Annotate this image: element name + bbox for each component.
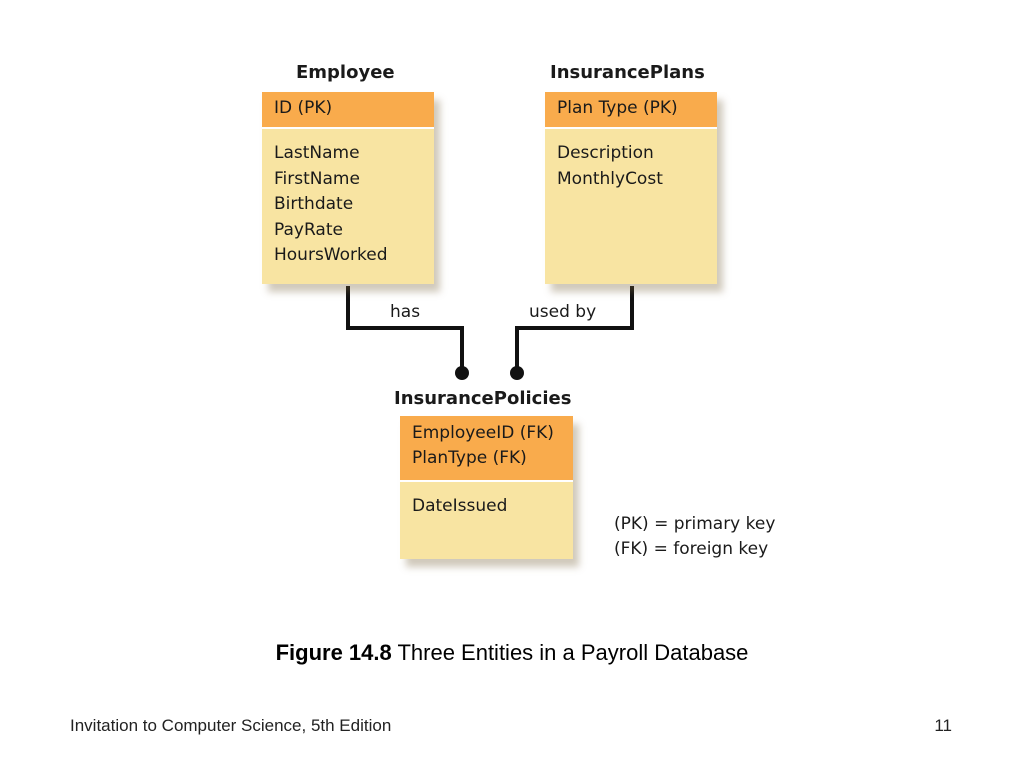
legend-primary-key: (PK) = primary key (614, 514, 776, 534)
legend-foreign-key: (FK) = foreign key (614, 539, 769, 559)
insurance-plans-attributes: Description MonthlyCost (545, 129, 717, 192)
insurance-policies-attr-dateissued: DateIssued (412, 496, 508, 516)
insurance-plans-entity-title: InsurancePlans (550, 62, 705, 83)
insurance-policies-key-plantype: PlanType (FK) (412, 448, 527, 468)
employee-entity-title: Employee (296, 62, 395, 83)
figure-number: Figure 14.8 (275, 640, 392, 665)
insurance-plans-key-section: Plan Type (PK) (545, 92, 717, 129)
has-connector-line (346, 286, 464, 372)
employee-attr-hoursworked: HoursWorked (274, 245, 388, 265)
insurance-policies-key-employeeid: EmployeeID (FK) (412, 423, 554, 443)
employee-key-id: ID (PK) (274, 98, 333, 118)
insurance-policies-attributes: DateIssued (400, 482, 573, 520)
key-legend: (PK) = primary key (FK) = foreign key (614, 512, 775, 562)
figure-caption: Figure 14.8 Three Entities in a Payroll … (0, 640, 1024, 666)
employee-attributes: LastName FirstName Birthdate PayRate Hou… (262, 129, 434, 269)
insurance-policies-entity-title: InsurancePolicies (394, 388, 572, 409)
employee-attr-firstname: FirstName (274, 168, 360, 189)
insurance-policies-entity-box: EmployeeID (FK) PlanType (FK) DateIssued (400, 416, 573, 559)
employee-key-section: ID (PK) (262, 92, 434, 129)
used-by-connector-line (515, 286, 634, 372)
insurance-plans-attr-description: Description (557, 143, 654, 163)
employee-attr-birthdate: Birthdate (274, 194, 354, 214)
employee-attr-payrate: PayRate (274, 219, 343, 240)
insurance-plans-key-plan-type: Plan Type (PK) (557, 98, 678, 118)
relationship-has-label: has (390, 302, 421, 322)
used-by-connector-dot (510, 366, 524, 380)
footer-book-title: Invitation to Computer Science, 5th Edit… (70, 716, 392, 735)
has-connector-dot (455, 366, 469, 380)
employee-attr-lastname: LastName (274, 143, 360, 163)
insurance-policies-key-section: EmployeeID (FK) PlanType (FK) (400, 416, 573, 482)
insurance-plans-entity-box: Plan Type (PK) Description MonthlyCost (545, 92, 717, 284)
figure-caption-text: Three Entities in a Payroll Database (397, 640, 749, 665)
employee-entity-box: ID (PK) LastName FirstName Birthdate Pay… (262, 92, 434, 284)
footer-page-number: 11 (934, 716, 952, 735)
relationship-used-by-label: used by (529, 302, 597, 322)
insurance-plans-attr-monthlycost: MonthlyCost (557, 168, 663, 189)
